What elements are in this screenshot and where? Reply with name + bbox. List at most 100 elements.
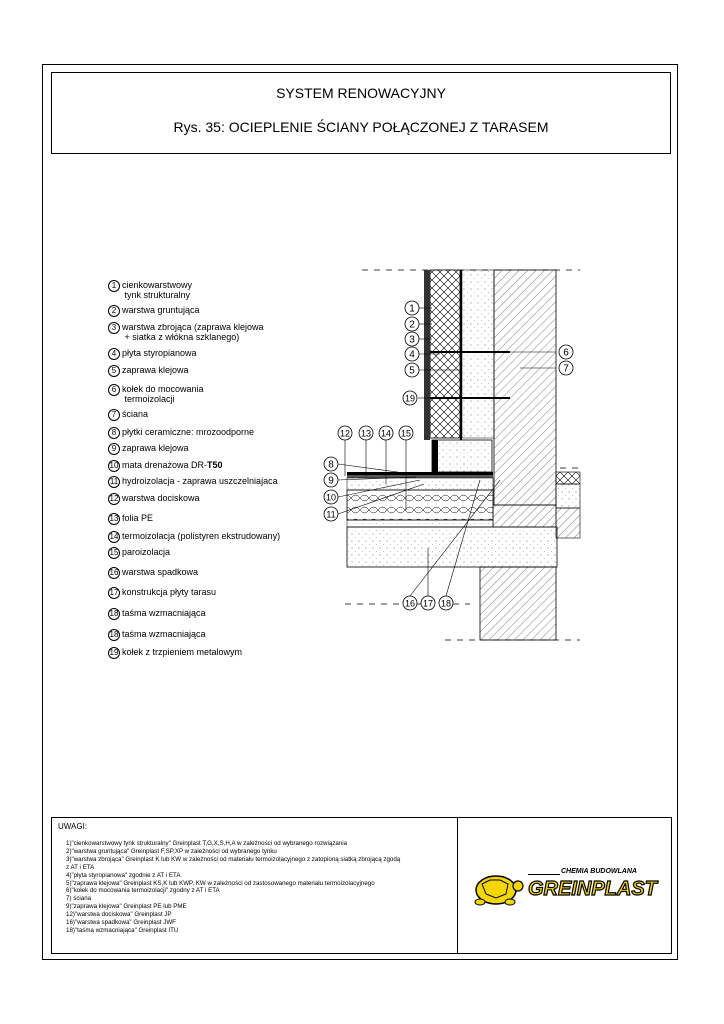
callout-text: 17 [423, 599, 433, 609]
legend-text: konstrukcja płyty tarasu [122, 587, 217, 597]
logo-wordmark: GREINPLAST [527, 877, 657, 900]
legend-number: 12 [108, 493, 120, 505]
legend-number: 17 [108, 587, 120, 599]
callout-5: 5 [404, 362, 420, 378]
notes-divider [457, 818, 458, 953]
callout-6: 6 [558, 344, 574, 360]
logo-rule [528, 874, 560, 875]
note-line: 9)"zaprawa klejowa" Greinplast PE lub PM… [66, 903, 187, 911]
legend-text: cienkowarstwowy tynk strukturalny [122, 280, 193, 300]
legend-number: 8 [108, 427, 120, 439]
callout-17: 17 [420, 595, 436, 611]
terrace-layers [346, 472, 558, 641]
callout-1: 1 [404, 300, 420, 316]
legend-number: 14 [108, 531, 120, 543]
legend-number: 9 [108, 443, 120, 455]
insulation-plinth [431, 439, 493, 473]
callout-text: 8 [328, 460, 334, 471]
logo-subtitle: CHEMIA BUDOWLANA [561, 868, 637, 875]
legend-number: 15 [108, 547, 120, 559]
callout-text: 13 [361, 429, 371, 439]
callout-text: 4 [409, 350, 415, 361]
title-block: SYSTEM RENOWACYJNY Rys. 35: OCIEPLENIE Ś… [51, 72, 671, 154]
wall [461, 269, 557, 506]
legend-text-bold: T50 [207, 460, 223, 470]
note-line: 7) ściana [66, 895, 92, 903]
callout-18: 18 [438, 595, 454, 611]
greinplast-logo: CHEMIA BUDOWLANA GREINPLAST [466, 866, 666, 912]
callout-2: 2 [404, 316, 420, 332]
legend-text: kołek z trzpieniem metalowym [122, 647, 243, 657]
legend-text: warstwa dociskowa [122, 493, 200, 503]
callout-3: 3 [404, 331, 420, 347]
legend-text: warstwa spadkowa [122, 567, 199, 577]
note-line: 1)"cienkowarstwowy tynk strukturalny" Gr… [66, 840, 348, 847]
callout-4: 4 [404, 346, 420, 362]
notes-list: 1)"cienkowarstwowy tynk strukturalny" Gr… [66, 840, 451, 935]
callout-7: 7 [558, 360, 574, 376]
callout-12: 12 [337, 425, 353, 441]
legend-number: 1 [108, 280, 120, 292]
note-line: 16)"warstwa spadkowa" Greinplast JWF [66, 919, 176, 927]
legend-number: 6 [108, 384, 120, 396]
note-line: z AT i ETA [66, 863, 95, 871]
legend-text: hydroizolacja - zaprawa uszczelniajaca [122, 476, 278, 486]
legend-text: taśma wzmacniająca [122, 608, 206, 618]
callout-text: 19 [405, 394, 415, 404]
turtle-logo-icon [474, 875, 524, 906]
callout-13: 13 [358, 425, 374, 441]
legend-text: ściana [122, 409, 149, 419]
legend-number: 19 [108, 647, 120, 659]
note-line: 4)"płyta styropianowa" zgodnie z AT i ET… [66, 871, 181, 879]
callout-16: 16 [402, 595, 418, 611]
callout-text: 11 [326, 510, 335, 520]
notes-heading: UWAGI: [58, 822, 88, 831]
callout-14: 14 [378, 425, 394, 441]
callout-text: 18 [441, 599, 451, 609]
legend-number: 18 [108, 629, 120, 641]
callout-11: 11 [323, 506, 339, 522]
legend-number: 4 [108, 348, 120, 360]
notes-block: UWAGI: 1)"cienkowarstwowy tynk struktura… [51, 817, 672, 954]
callout-text: 3 [409, 335, 415, 346]
note-line: 12)"warstwa dociskowa" Greinplast JP [66, 911, 172, 919]
legend-number: 16 [108, 567, 120, 579]
callout-19: 19 [402, 390, 418, 406]
legend-number: 7 [108, 409, 120, 421]
note-line: 3)"warstwa zbrojąca" Greinplast K lub KW… [66, 855, 401, 863]
callout-text: 16 [405, 599, 415, 609]
legend-text: kołek do mocowania termoizolacji [122, 384, 204, 404]
legend-number: 2 [108, 305, 120, 317]
callout-text: 6 [563, 348, 569, 359]
callout-10: 10 [323, 489, 339, 505]
callout-text: 1 [409, 304, 415, 315]
legend-text-main: mata drenażowa DR- [122, 460, 208, 470]
callout-text: 9 [328, 476, 334, 487]
legend-number: 13 [108, 513, 120, 525]
legend-text: taśma wzmacniająca [122, 629, 206, 639]
callout-text: 5 [409, 366, 415, 377]
eps-insulation [424, 269, 462, 440]
legend-text: warstwa zbrojąca (zaprawa klejowa + siat… [122, 322, 264, 342]
figure-title: Rys. 35: OCIEPLENIE ŚCIANY POŁĄCZONEJ Z … [173, 119, 549, 135]
legend-text: zaprawa klejowa [122, 443, 189, 453]
legend-text: mata drenażowa DR-T50 [122, 460, 223, 470]
callout-8: 8 [323, 456, 339, 472]
